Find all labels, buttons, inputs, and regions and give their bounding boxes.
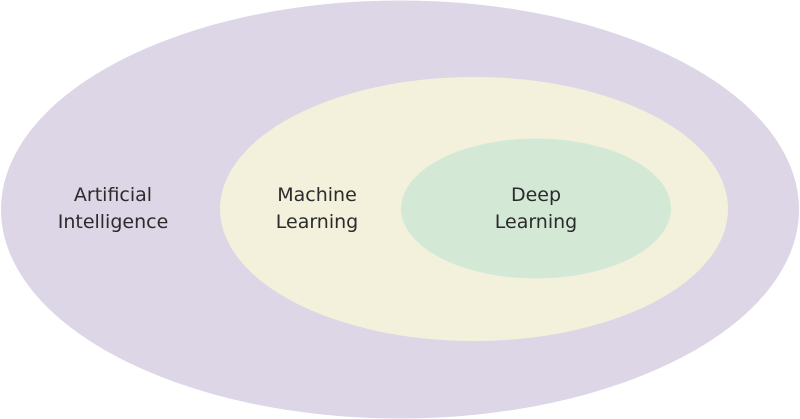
artificial-intelligence-label-line2: Intelligence [58,211,169,233]
machine-learning-label: Machine Learning [276,184,359,233]
deep-learning-ellipse [401,138,671,279]
artificial-intelligence-label-line1: Artificial [74,184,152,206]
deep-learning-label-line2: Learning [495,211,578,233]
machine-learning-label-line2: Learning [276,211,359,233]
artificial-intelligence-label: Artificial Intelligence [58,184,169,233]
deep-learning-label-line1: Deep [511,184,561,206]
machine-learning-label-line1: Machine [277,184,357,206]
deep-learning-label: Deep Learning [495,184,578,233]
